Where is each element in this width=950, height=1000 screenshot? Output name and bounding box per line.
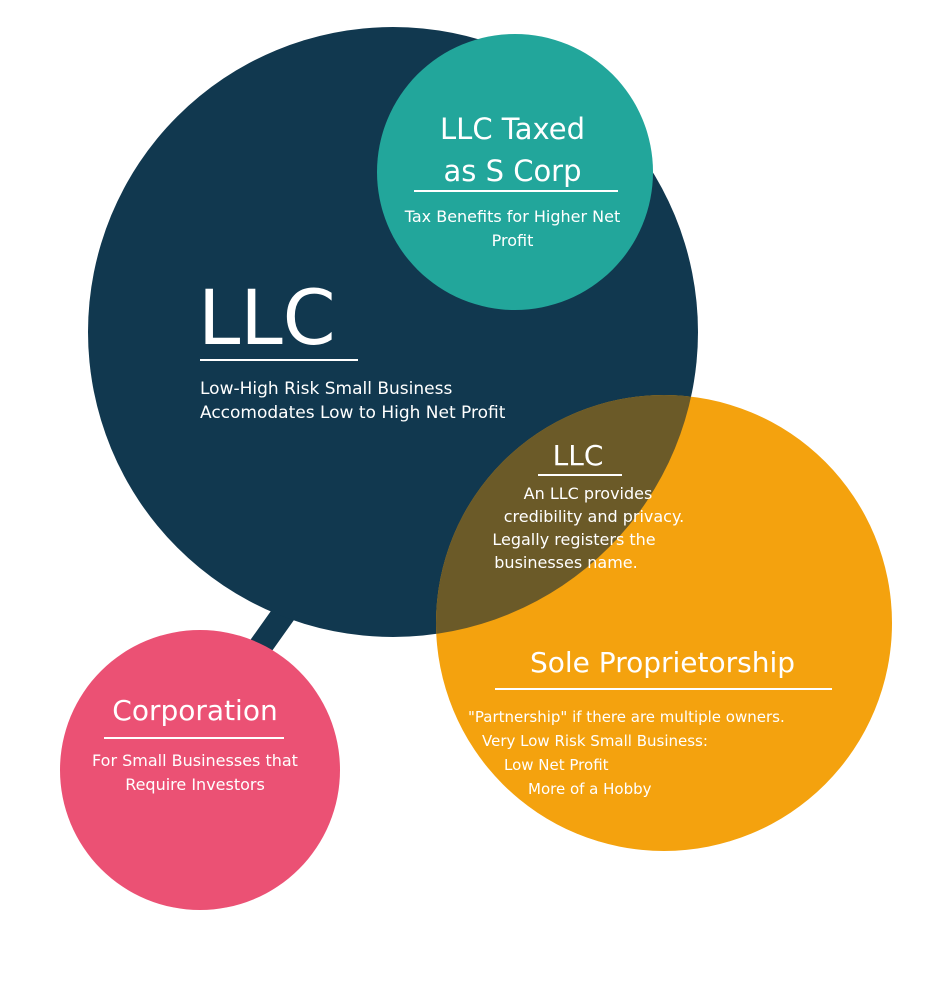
llc-s-corp-desc-line2: Profit	[491, 231, 534, 250]
sole-line-2: Very Low Risk Small Business:	[482, 732, 708, 750]
sole-proprietorship-description: "Partnership" if there are multiple owne…	[468, 705, 785, 801]
corporation-desc-line2: Require Investors	[125, 775, 265, 794]
corporation-divider	[104, 737, 284, 739]
llc-title: LLC	[198, 273, 336, 362]
overlap-description: An LLC provides credibility and privacy.…	[455, 482, 705, 574]
sole-proprietorship-divider	[495, 688, 832, 690]
corporation-description: For Small Businesses that Require Invest…	[66, 749, 324, 797]
corporation-desc-line1: For Small Businesses that	[92, 751, 298, 770]
llc-desc-line1: Low-High Risk Small Business	[200, 379, 453, 399]
sole-line-3: Low Net Profit	[504, 756, 609, 774]
overlap-divider	[538, 474, 622, 476]
overlap-line-4: businesses name.	[494, 553, 638, 572]
llc-s-corp-description: Tax Benefits for Higher Net Profit	[380, 205, 645, 253]
llc-s-corp-title: LLC Taxed as S Corp	[370, 108, 655, 192]
llc-desc-line2: Accomodates Low to High Net Profit	[200, 403, 506, 423]
llc-s-corp-title-line1: LLC Taxed	[440, 112, 585, 146]
sole-proprietorship-title: Sole Proprietorship	[529, 646, 796, 679]
llc-s-corp-title-line2: as S Corp	[443, 154, 582, 188]
corporation-title: Corporation	[112, 694, 278, 727]
overlap-line-1: An LLC provides	[523, 484, 653, 503]
sole-line-4: More of a Hobby	[528, 780, 652, 798]
corporation-circle	[60, 630, 340, 910]
llc-s-corp-divider	[414, 190, 618, 192]
llc-divider	[200, 359, 358, 361]
llc-s-corp-circle	[377, 34, 653, 310]
llc-s-corp-desc-line1: Tax Benefits for Higher Net	[404, 207, 621, 226]
overlap-line-2: credibility and privacy.	[503, 507, 685, 526]
overlap-title: LLC	[552, 439, 604, 472]
llc-description: Low-High Risk Small Business Accomodates…	[200, 377, 505, 425]
overlap-line-3: Legally registers the	[492, 530, 656, 549]
sole-line-1: "Partnership" if there are multiple owne…	[468, 708, 785, 726]
